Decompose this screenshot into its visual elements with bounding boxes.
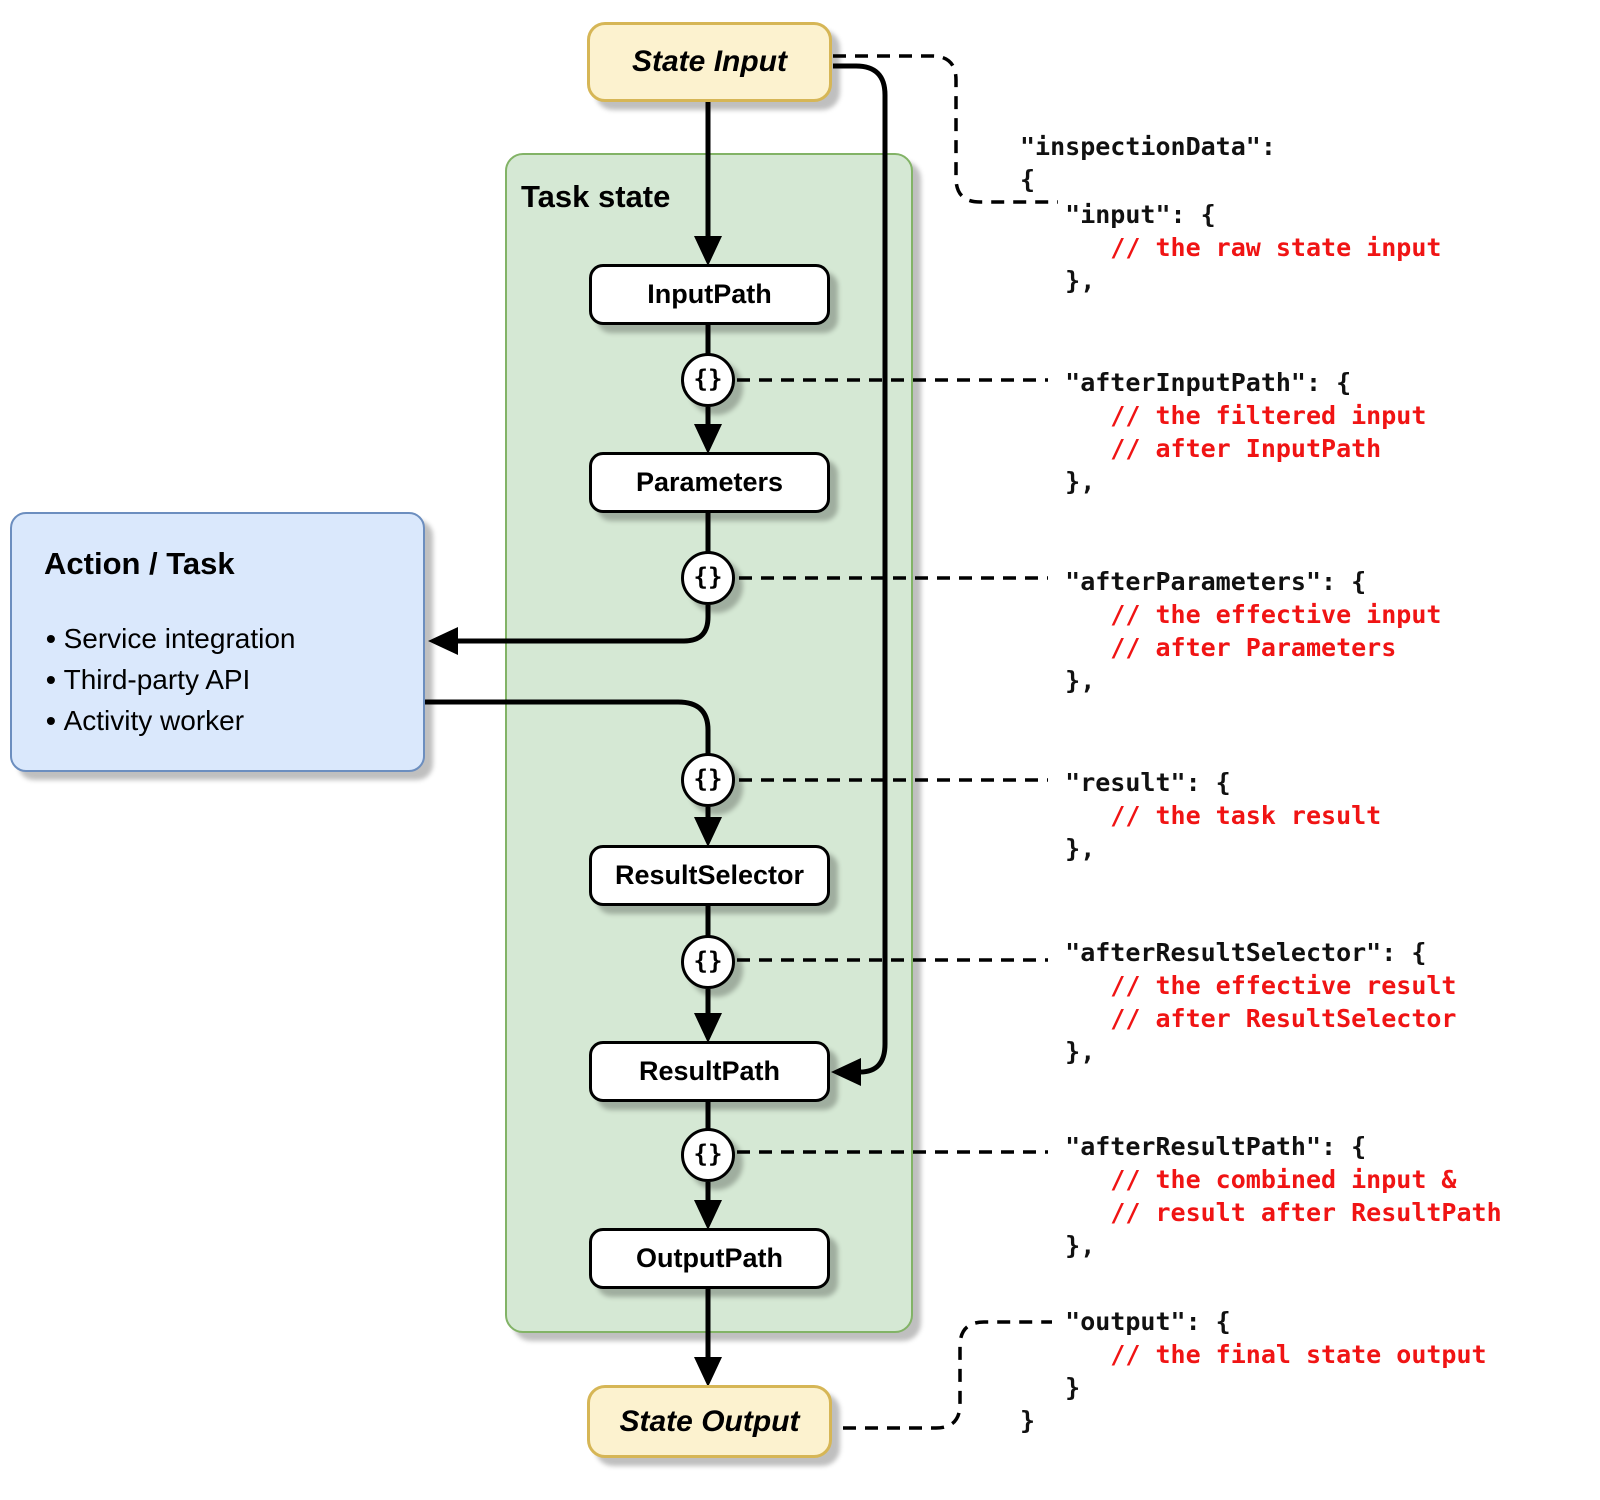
json-marker-afterresultpath: {} xyxy=(681,1128,735,1182)
state-input-node: State Input xyxy=(587,22,832,102)
inputpath-node: InputPath xyxy=(589,264,830,325)
arrowhead xyxy=(694,236,722,266)
code-line: } xyxy=(1020,1373,1081,1402)
callout-stateinput-input xyxy=(833,54,1058,204)
code-block: "afterParameters": { // the effective in… xyxy=(1020,565,1441,697)
arrowhead xyxy=(694,1013,722,1043)
edge-marker2-actiontask xyxy=(455,605,711,644)
dashed-connectors xyxy=(737,54,1058,1430)
code-comment-line: // the task result xyxy=(1020,801,1382,830)
resultselector-node: ResultSelector xyxy=(589,845,830,906)
edge-actiontask-marker3 xyxy=(425,699,711,754)
code-comment-line: // the final state output xyxy=(1020,1340,1487,1369)
code-line: "input": { xyxy=(1020,200,1216,229)
action-task-bullet: Third-party API xyxy=(46,659,296,700)
code-comment-line: // the effective result xyxy=(1020,971,1457,1000)
action-task-bullet: Activity worker xyxy=(46,700,296,741)
json-marker-afterinputpath: {} xyxy=(681,353,735,407)
code-line: } xyxy=(1020,1406,1036,1435)
code-line: "afterResultPath": { xyxy=(1020,1132,1367,1161)
action-task-node: Action / Task Service integration Third-… xyxy=(10,512,425,772)
action-task-bullet: Service integration xyxy=(46,618,296,659)
code-comment-line: // after Parameters xyxy=(1020,633,1397,662)
code-line: }, xyxy=(1020,666,1096,695)
code-comment-line: // the raw state input xyxy=(1020,233,1442,262)
arrowhead xyxy=(831,1058,861,1086)
arrowheads xyxy=(428,236,861,1387)
code-block: "input": { // the raw state input }, xyxy=(1020,198,1441,297)
code-line: "result": { xyxy=(1020,768,1231,797)
action-task-bullet-list: Service integration Third-party API Acti… xyxy=(46,618,296,741)
arrowhead xyxy=(694,817,722,847)
code-line: "afterResultSelector": { xyxy=(1020,938,1427,967)
arrowhead xyxy=(694,1200,722,1230)
resultpath-node: ResultPath xyxy=(589,1041,830,1102)
code-line: "inspectionData": xyxy=(1020,132,1276,161)
code-block: "afterInputPath": { // the filtered inpu… xyxy=(1020,366,1426,498)
code-line: "output": { xyxy=(1020,1307,1231,1336)
code-line: }, xyxy=(1020,266,1096,295)
code-block: "output": { // the final state output }} xyxy=(1020,1305,1487,1437)
code-line: "afterParameters": { xyxy=(1020,567,1367,596)
state-output-node: State Output xyxy=(587,1385,832,1458)
arrowhead xyxy=(694,424,722,454)
solid-connectors xyxy=(425,63,888,1360)
outputpath-node: OutputPath xyxy=(589,1228,830,1289)
parameters-node: Parameters xyxy=(589,452,830,513)
code-comment-line: // result after ResultPath xyxy=(1020,1198,1502,1227)
code-comment-line: // after InputPath xyxy=(1020,434,1382,463)
code-block: "afterResultPath": { // the combined inp… xyxy=(1020,1130,1502,1262)
code-line: }, xyxy=(1020,467,1096,496)
code-line: }, xyxy=(1020,1231,1096,1260)
json-marker-result: {} xyxy=(681,753,735,807)
edge-stateinput-resultpath-bypass xyxy=(833,63,888,1075)
code-block: "afterResultSelector": { // the effectiv… xyxy=(1020,936,1457,1068)
code-block: "inspectionData": { xyxy=(1020,130,1276,196)
code-comment-line: // the filtered input xyxy=(1020,401,1427,430)
code-line: }, xyxy=(1020,1037,1096,1066)
code-comment-line: // after ResultSelector xyxy=(1020,1004,1457,1033)
json-marker-afterparameters: {} xyxy=(681,551,735,605)
code-block: "result": { // the task result }, xyxy=(1020,766,1381,865)
task-state-label: Task state xyxy=(521,179,671,214)
arrowhead xyxy=(694,1357,722,1387)
callout-stateoutput-output xyxy=(843,1320,1052,1430)
code-line: }, xyxy=(1020,834,1096,863)
json-marker-afterresultselector: {} xyxy=(681,935,735,989)
action-task-title: Action / Task xyxy=(44,546,235,581)
code-line: "afterInputPath": { xyxy=(1020,368,1352,397)
code-line: { xyxy=(1020,165,1036,194)
arrowhead xyxy=(428,627,458,655)
code-comment-line: // the effective input xyxy=(1020,600,1442,629)
code-comment-line: // the combined input & xyxy=(1020,1165,1457,1194)
